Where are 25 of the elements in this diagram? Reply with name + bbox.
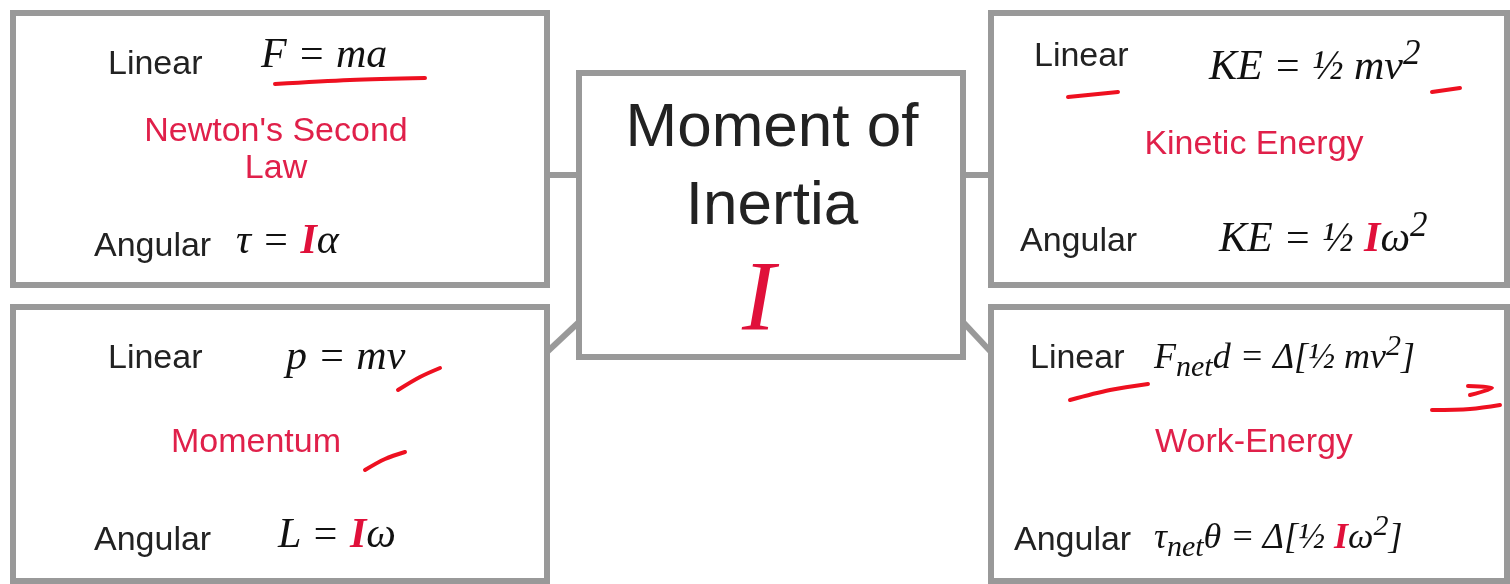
formula: F = ma [261,30,388,77]
concept-box [988,304,1510,584]
node-title: Moment of Inertia [624,89,920,239]
formula: F$_{net}$d = Δ[½ mv$^{2}$] [1154,328,1416,383]
axis-label: Angular [1014,520,1132,558]
formula: τ$_{net}$θ = Δ[½ Iω$^{2}$] [1154,508,1403,563]
axis-label: Linear [1034,36,1129,74]
axis-label: Angular [94,226,212,264]
axis-label: Linear [108,44,203,82]
concept-box [10,304,550,584]
formula: KE = ½ Iω$^{2}$ [1219,206,1428,261]
formula: τ = Iα [236,216,339,263]
law-name: Kinetic Energy [1143,124,1365,162]
concept-box [988,10,1510,288]
axis-label: Linear [108,338,203,376]
center-box [576,70,966,360]
axis-label: Angular [94,520,212,558]
axis-label: Linear [1030,338,1125,376]
law-name: Work-Energy [1154,422,1354,460]
formula: KE = ½ mv$^{2}$ [1209,34,1421,89]
law-name: Newton's Second Law [143,111,409,186]
formula: L = Iω [278,510,396,557]
law-name: Momentum [169,422,343,460]
concept-box [10,10,550,288]
axis-label: Angular [1020,221,1138,259]
